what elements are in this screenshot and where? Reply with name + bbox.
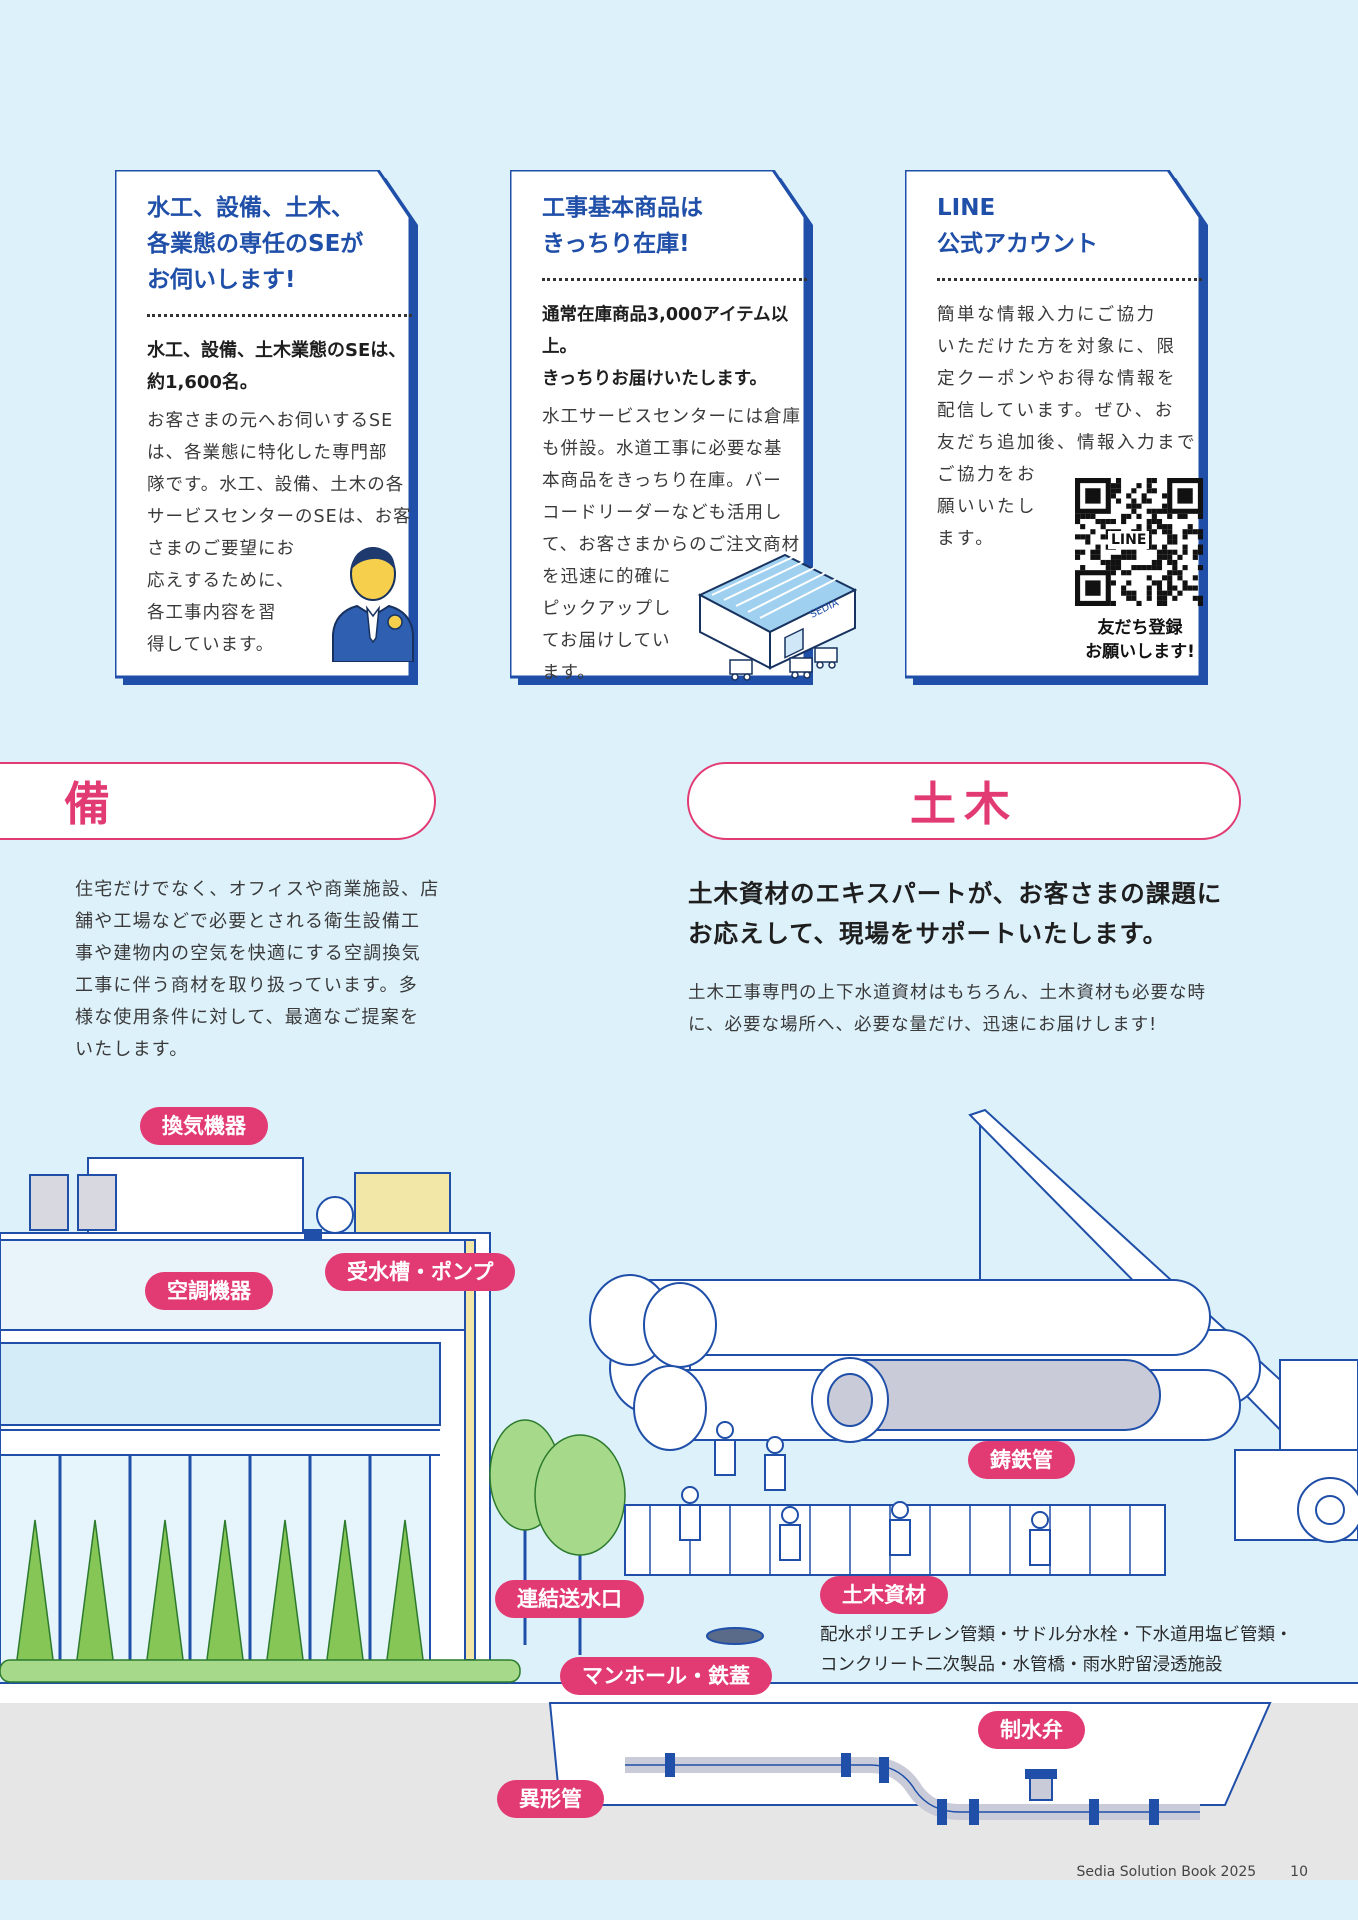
section-heading-doboku: 土木	[687, 762, 1241, 840]
warehouse-icon: SEDIA	[697, 553, 858, 681]
card-se: 水工、設備、土木、 各業態の専任のSEが お伺いします! 水工、設備、土木業態の…	[115, 170, 440, 685]
trees	[489, 1419, 626, 1655]
card-divider	[937, 278, 1202, 281]
card-title: LINE 公式アカウント	[937, 195, 1098, 257]
card-divider	[542, 278, 807, 281]
valve	[1029, 1777, 1053, 1801]
shrubs	[0, 1519, 521, 1683]
cast-iron-pipes	[589, 1274, 1261, 1451]
card-text: お客さまの元へお伺いするSE は、各業態に特化した専門部 隊です。水工、設備、土…	[147, 411, 412, 655]
card-text: 簡単な情報入力にご協力 いただけた方を対象に、限 定クーポンやお得な情報を 配信…	[937, 305, 1197, 549]
card-lead: 通常在庫商品3,000アイテム以上。 きっちりお届けいたします。	[542, 305, 789, 389]
tag-renketsu: 連結送水口	[495, 1580, 644, 1618]
tag-kucho: 空調機器	[145, 1272, 273, 1310]
doboku-lead: 土木資材のエキスパートが、お客さまの課題に お応えして、現場をサポートいたします…	[688, 879, 1223, 948]
tag-ikeikan: 異形管	[497, 1780, 604, 1818]
tag-chutetsu: 鋳鉄管	[968, 1441, 1075, 1479]
card-text: 水工サービスセンターには倉庫 も併設。水道工事に必要な基 本商品をきっちり在庫。…	[542, 407, 801, 683]
staff-icon	[332, 547, 414, 662]
page-footer: Sedia Solution Book 2025 10	[1076, 1864, 1308, 1880]
card-divider	[147, 314, 412, 317]
underground-pipe	[625, 1753, 1200, 1825]
workers	[679, 1421, 1051, 1566]
section-heading-text: 備	[64, 777, 110, 831]
qr-line-label: LINE	[1108, 531, 1150, 549]
card-line: LINE 公式アカウント 簡単な情報入力にご協力 いただけた方を対象に、限 定ク…	[905, 170, 1230, 685]
construction-illustration	[0, 1108, 1358, 1880]
tag-manhole: マンホール・鉄蓋	[560, 1657, 772, 1695]
manhole-cover	[706, 1627, 764, 1645]
card-frame	[510, 170, 813, 685]
tag-doboku-shizai: 土木資材	[820, 1576, 948, 1614]
card-title: 水工、設備、土木、 各業態の専任のSEが お伺いします!	[147, 195, 364, 293]
card-frame	[115, 170, 418, 685]
setsubi-description: 住宅だけでなく、オフィスや商業施設、店 舗や工場などで必要とされる衛生設備工 事…	[75, 879, 440, 1060]
card-stock: 工事基本商品は きっちり在庫! 通常在庫商品3,000アイテム以上。 きっちりお…	[510, 170, 858, 685]
page-number: 10	[1290, 1864, 1308, 1880]
doboku-description: 土木工事専門の上下水道資材はもちろん、土木資材も必要な時 に、必要な場所へ、必要…	[688, 983, 1206, 1035]
section-heading-text: 土木	[910, 777, 1018, 831]
footer-book-title: Sedia Solution Book 2025	[1076, 1864, 1257, 1880]
section-heading-setsubi: 備	[0, 762, 436, 840]
qr-caption: 友だち登録 お願いします!	[1085, 618, 1195, 662]
qr-code-icon[interactable]	[1075, 478, 1203, 606]
building	[0, 1157, 491, 1674]
tag-jusuiso: 受水槽・ポンプ	[325, 1253, 516, 1291]
excavation-pit	[548, 1702, 1272, 1806]
tag-seisuiben: 制水弁	[978, 1711, 1085, 1749]
card-title: 工事基本商品は きっちり在庫!	[542, 195, 703, 257]
tag-kanki: 換気機器	[140, 1107, 268, 1145]
card-lead: 水工、設備、土木業態のSEは、 約1,600名。	[147, 340, 407, 393]
doboku-product-list: 配水ポリエチレン管類・サドル分水栓・下水道用塩ビ管類・ コンクリート二次製品・水…	[820, 1625, 1293, 1675]
